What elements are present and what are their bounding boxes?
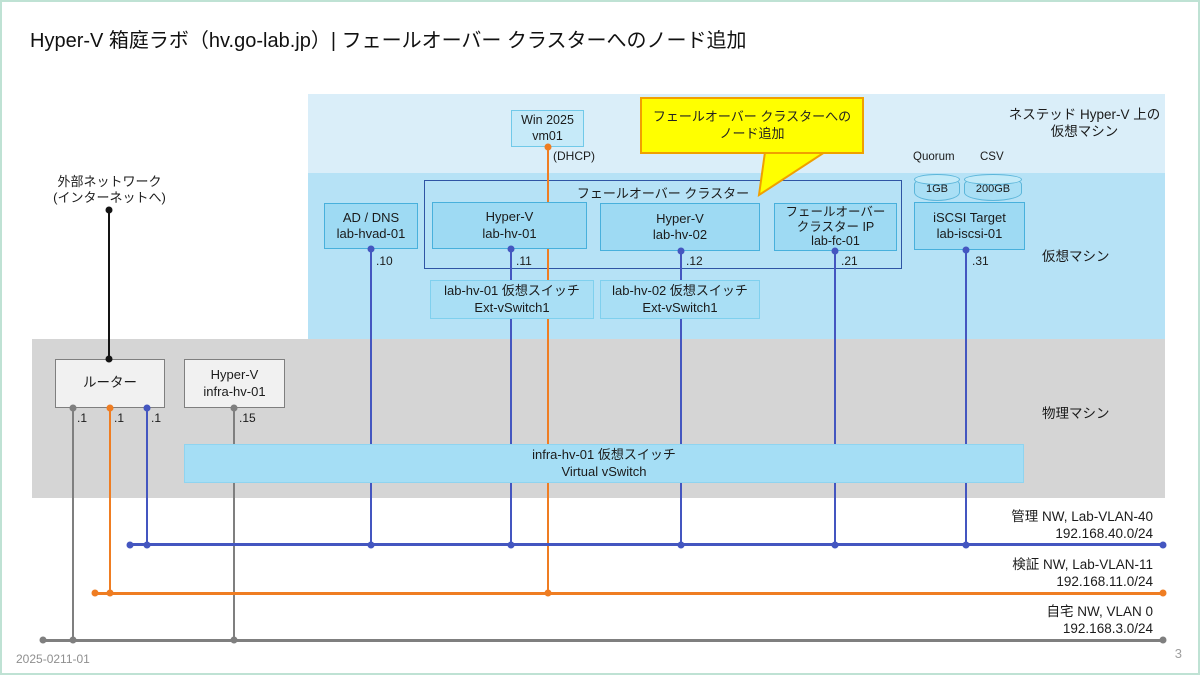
hv01-vswitch-box: lab-hv-01 仮想スイッチ Ext-vSwitch1 — [430, 280, 594, 319]
iscsi-ip-label: .31 — [972, 254, 989, 268]
mgmt-line-end-dot — [1159, 541, 1167, 549]
hv02-ip-label: .12 — [686, 254, 703, 268]
router-box: ルーター — [55, 359, 165, 408]
fc-ip-label: .21 — [841, 254, 858, 268]
hv02-link — [680, 251, 682, 545]
vm01-dhcp-label: (DHCP) — [553, 149, 595, 163]
ad-ip-label: .10 — [376, 254, 393, 268]
vm-zone-label: 仮想マシン — [1042, 249, 1110, 264]
hv01-ip-label: .11 — [516, 254, 532, 268]
external-network-line — [108, 210, 110, 360]
iscsi-target-box: iSCSI Target lab-iscsi-01 — [914, 202, 1025, 250]
home-network-label: 自宅 NW, VLAN 0 192.168.3.0/24 — [1046, 604, 1153, 636]
fc-ip-link — [834, 251, 836, 545]
hv02-vswitch-box: lab-hv-02 仮想スイッチ Ext-vSwitch1 — [600, 280, 760, 319]
quorum-disk-icon: 1GB — [914, 174, 960, 201]
ad-link — [370, 249, 372, 545]
router-ip-home: .1 — [77, 411, 88, 425]
mgmt-line-start-dot — [126, 541, 134, 549]
hv01-bottom-dot — [507, 245, 515, 253]
ad-bottom-dot — [367, 245, 375, 253]
failover-cluster-boundary: フェールオーバー クラスター — [424, 180, 902, 269]
infra-host-link — [233, 408, 235, 642]
infra-host-box: Hyper-V infra-hv-01 — [184, 359, 285, 408]
iscsi-bottom-dot — [962, 246, 970, 254]
infra-ip-label: .15 — [239, 411, 256, 425]
test-network-line — [95, 592, 1163, 595]
hv01-link — [510, 249, 512, 545]
footer-date-code: 2025-0211-01 — [16, 652, 90, 666]
csv-label: CSV — [980, 151, 1004, 163]
test-line-start-dot — [91, 589, 99, 597]
ad-dns-box: AD / DNS lab-hvad-01 — [324, 203, 418, 249]
router-home-link — [72, 408, 74, 642]
iscsi-link — [965, 250, 967, 545]
failover-cluster-label: フェールオーバー クラスター — [576, 186, 750, 201]
quorum-label: Quorum — [913, 151, 955, 163]
test-line-end-dot — [1159, 589, 1167, 597]
mgmt-junction-iscsi — [962, 541, 970, 549]
router-home-dot — [69, 404, 77, 412]
router-ip-test: .1 — [114, 411, 125, 425]
mgmt-junction-hv02 — [677, 541, 685, 549]
router-test-dot — [106, 404, 114, 412]
hv01-box: Hyper-V lab-hv-01 — [432, 202, 587, 249]
vm01-box: Win 2025 vm01 — [511, 110, 584, 147]
hv02-box: Hyper-V lab-hv-02 — [600, 203, 760, 251]
home-junction-router — [69, 636, 77, 644]
vm01-link — [547, 147, 549, 596]
mgmt-network-label: 管理 NW, Lab-VLAN-40 192.168.40.0/24 — [1011, 509, 1153, 541]
hv02-bottom-dot — [677, 247, 685, 255]
fc-ip-box: フェールオーバー クラスター IP lab-fc-01 — [774, 203, 897, 251]
physical-zone-label: 物理マシン — [1042, 406, 1110, 421]
csv-disk-icon: 200GB — [964, 174, 1022, 201]
callout-tail — [757, 151, 829, 198]
test-network-label: 検証 NW, Lab-VLAN-11 192.168.11.0/24 — [1012, 557, 1153, 589]
test-junction-vm01 — [544, 589, 552, 597]
page-title: Hyper-V 箱庭ラボ（hv.go-lab.jp）| フェールオーバー クラス… — [30, 30, 747, 52]
mgmt-junction-hv01 — [507, 541, 515, 549]
home-line-start-dot — [39, 636, 47, 644]
home-junction-infra — [230, 636, 238, 644]
router-test-link — [109, 408, 111, 596]
infra-vswitch-box: infra-hv-01 仮想スイッチ Virtual vSwitch — [184, 444, 1024, 483]
external-network-label: 外部ネットワーク (インターネットへ) — [53, 174, 166, 206]
home-line-end-dot — [1159, 636, 1167, 644]
router-mgmt-link — [146, 408, 148, 545]
router-ip-mgmt: .1 — [151, 411, 162, 425]
test-junction-router — [106, 589, 114, 597]
vm01-bottom-dot — [544, 143, 552, 151]
mgmt-junction-ad — [367, 541, 375, 549]
mgmt-junction-router — [143, 541, 151, 549]
mgmt-network-line — [129, 543, 1163, 546]
mgmt-junction-fc — [831, 541, 839, 549]
infra-bottom-dot — [230, 404, 238, 412]
nested-zone-label: ネステッド Hyper-V 上の 仮想マシン — [1008, 107, 1161, 139]
router-mgmt-dot — [143, 404, 151, 412]
fc-bottom-dot — [831, 247, 839, 255]
ext-net-dot — [105, 206, 113, 214]
home-network-line — [43, 639, 1163, 642]
router-top-dot — [105, 355, 113, 363]
page-number: 3 — [1174, 646, 1182, 661]
node-add-callout: フェールオーバー クラスターへの ノード追加 — [640, 97, 864, 154]
